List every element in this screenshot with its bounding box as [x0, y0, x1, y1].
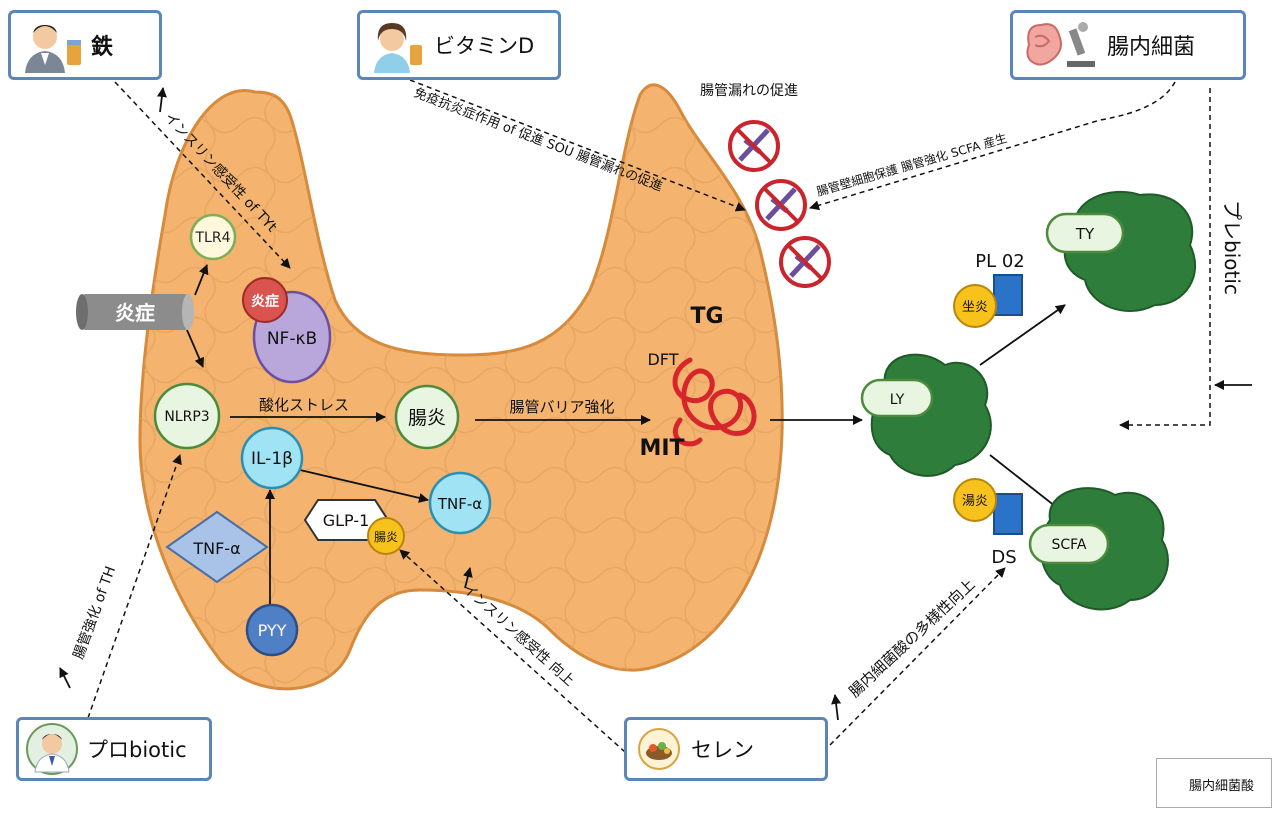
probiotic-edge-label: 腸管強化 of TH — [71, 564, 119, 661]
arrow-ly-ty — [979, 304, 1066, 366]
ds-label: DS — [991, 547, 1016, 568]
dashed-connectors — [87, 79, 1211, 753]
inflammation-badge: 炎症 — [242, 277, 288, 323]
iron-to-inflammation-line — [114, 81, 291, 269]
gut-to-virus-line — [809, 81, 1176, 211]
ds-badge: 湯炎 — [953, 478, 997, 522]
tnfa-circle-label: TNF-α — [437, 495, 482, 513]
dft-label: DFT — [647, 350, 678, 369]
gut-to-ly-line — [1119, 88, 1211, 430]
ly-label: LY — [890, 392, 905, 408]
glp1-badge-label: 腸炎 — [374, 530, 398, 544]
up-arrow-insulin-top — [156, 87, 167, 113]
probiotic-label: プロbiotic — [87, 738, 187, 762]
vitd-to-virus-line — [409, 79, 746, 212]
selenium-to-ds-line — [829, 567, 1006, 746]
virus-icon-2 — [755, 179, 807, 231]
up-arrow-probiotic — [59, 667, 71, 689]
ty-pill[interactable]: TY — [1045, 212, 1125, 254]
nlrp3-node[interactable]: NLRP3 — [153, 382, 221, 450]
legend-label: 腸内細菌酸 — [1189, 779, 1255, 794]
woman-with-supplement-icon — [374, 23, 422, 73]
nlrp3-label: NLRP3 — [164, 409, 209, 425]
arrow-to-tlr4 — [194, 264, 209, 296]
pl-badge-label: 坐炎 — [962, 300, 988, 315]
barrier-label: 腸管バリア強化 — [509, 398, 614, 416]
glp1-label: GLP-1 — [323, 511, 370, 530]
pyy-node[interactable]: PYY — [245, 603, 299, 657]
intestine-microscope-icon — [1026, 22, 1095, 67]
il1b-label: IL-1β — [251, 449, 293, 469]
il1b-node[interactable]: IL-1β — [240, 426, 304, 490]
ds-receptor — [993, 493, 1023, 535]
up-arrow-insulin-bottom — [462, 567, 473, 589]
virus-icon-3 — [779, 236, 831, 288]
legend-box: 腸内細菌酸 — [1156, 758, 1272, 808]
tnfa-diamond-node[interactable]: TNF-α — [165, 510, 269, 584]
top-text-label: 腸管漏れの促進 — [700, 83, 798, 99]
scfa-label: SCFA — [1051, 537, 1086, 553]
enteritis-label: 腸炎 — [408, 407, 446, 429]
gut-edge-label: 腸管壁細胞保護 腸管強化 SCFA 産生 — [815, 130, 1009, 199]
oxidative-stress-label: 酸化ストレス — [259, 396, 349, 414]
pyy-label: PYY — [258, 621, 287, 640]
inflammation-cylinder-label: 炎症 — [115, 301, 155, 325]
scfa-pill[interactable]: SCFA — [1028, 523, 1110, 565]
pl-badge: 坐炎 — [953, 284, 997, 328]
up-arrow-selenium — [831, 694, 842, 721]
probiotic-box[interactable]: プロbiotic — [16, 717, 212, 781]
selenium-label: セレン — [691, 738, 754, 762]
iron-box[interactable]: 鉄 — [8, 10, 162, 80]
iron-label: 鉄 — [91, 35, 114, 60]
virus-icon-1 — [728, 120, 780, 172]
tnfa-diamond-label: TNF-α — [192, 539, 240, 558]
inflammation-cylinder: 炎症 — [76, 294, 194, 330]
person-with-supplement-icon — [25, 25, 81, 73]
tlr4-node[interactable]: TLR4 — [189, 213, 237, 261]
mit-label: MIT — [639, 436, 684, 461]
vitd-label: ビタミンD — [434, 34, 535, 58]
nfkb-label: NF-κB — [267, 329, 317, 349]
doctor-avatar-icon — [26, 723, 78, 775]
tlr4-label: TLR4 — [195, 230, 231, 246]
gut-bacteria-box[interactable]: 腸内細菌 — [1010, 10, 1246, 80]
pl02-label: PL 02 — [975, 251, 1025, 272]
thyroglobulin-squiggle — [672, 357, 757, 447]
enteritis-node[interactable]: 腸炎 — [394, 384, 460, 450]
arrow-il1b-tnfa — [299, 469, 429, 503]
thyroid-gland — [138, 83, 784, 691]
gut-bacteria-label: 腸内細菌 — [1107, 35, 1196, 60]
arrow-to-nlrp3 — [186, 329, 205, 368]
tnfa-circle-node[interactable]: TNF-α — [428, 471, 492, 535]
arrow-ly-scfa — [989, 454, 1061, 511]
inflammation-badge-label: 炎症 — [251, 293, 279, 310]
vitd-box[interactable]: ビタミンD — [357, 10, 561, 80]
selenium-box[interactable]: セレン — [624, 717, 828, 781]
solid-arrows — [59, 87, 1252, 798]
ly-pill[interactable]: LY — [860, 378, 934, 418]
tg-label: TG — [690, 304, 723, 329]
food-bowl-icon — [638, 728, 680, 770]
pl02-receptor — [993, 274, 1023, 316]
selenium-edge-label: 腸内細菌酸の多様性向上 — [845, 575, 978, 701]
probiotic-to-nlrp3-line — [87, 454, 182, 719]
ty-label: TY — [1075, 225, 1095, 243]
glp1-badge: 腸炎 — [367, 517, 405, 555]
ds-badge-label: 湯炎 — [962, 494, 988, 509]
prebiotic-vertical-label: プレbiotic — [1220, 200, 1244, 295]
